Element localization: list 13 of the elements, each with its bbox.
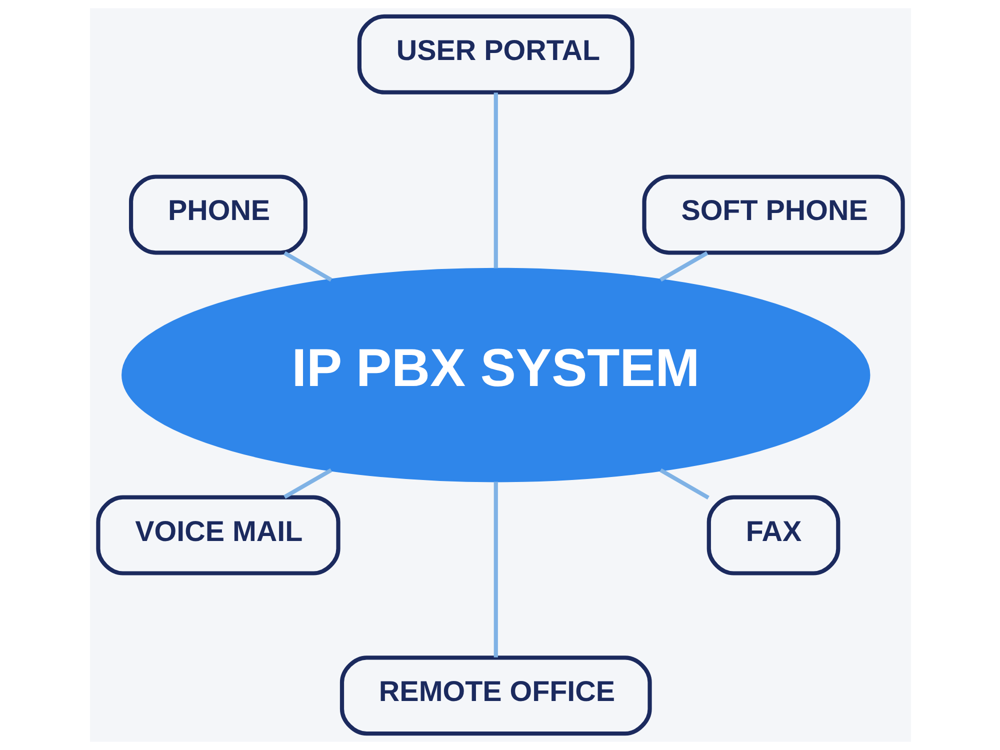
- node-box: REMOTE OFFICE: [339, 656, 652, 736]
- node-box: VOICE MAIL: [96, 495, 340, 576]
- connector: [659, 251, 708, 282]
- node-box: PHONE: [128, 174, 307, 255]
- connector: [283, 468, 332, 499]
- connector: [493, 482, 498, 658]
- node-box: USER PORTAL: [356, 14, 634, 94]
- connector: [493, 92, 498, 268]
- connector: [283, 251, 332, 282]
- node-box: SOFT PHONE: [642, 174, 904, 255]
- node-ellipse: IP PBX SYSTEM: [121, 268, 870, 482]
- node-box: FAX: [706, 495, 840, 576]
- connector: [659, 468, 709, 500]
